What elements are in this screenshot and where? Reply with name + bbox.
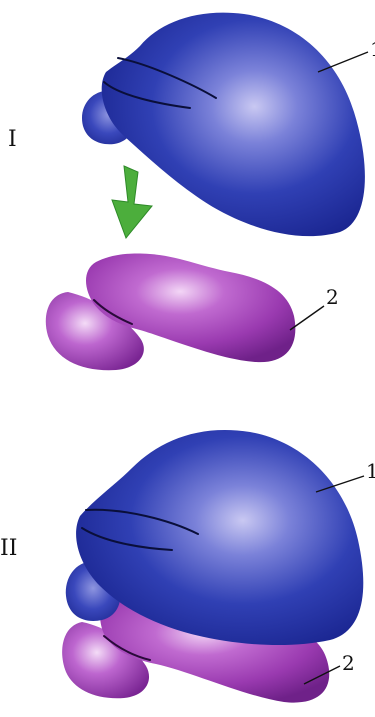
large-subunit-number: 1: [366, 459, 375, 483]
assembly-arrow: [112, 166, 152, 238]
large-subunit-1-assembled: [66, 430, 363, 645]
stage-2-label: II: [0, 536, 17, 561]
stage-1: I 1 2: [8, 13, 375, 371]
stage-1-label: I: [8, 127, 17, 152]
small-subunit-number: 2: [326, 285, 339, 309]
small-subunit-leader: [290, 306, 324, 330]
stage-2: II 1 2: [0, 430, 375, 703]
large-subunit-number: 1: [370, 37, 375, 61]
large-subunit-body: [102, 13, 365, 237]
small-subunit-2: [46, 253, 296, 370]
small-subunit-number: 2: [342, 651, 355, 675]
